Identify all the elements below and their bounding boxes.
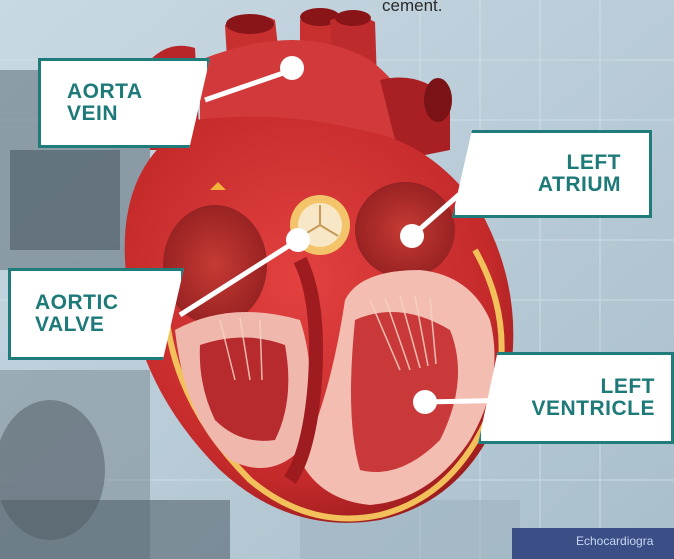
label-line: VEIN <box>67 103 207 125</box>
label-line: LEFT <box>481 376 655 398</box>
label-line: AORTA <box>67 81 207 103</box>
label-line: VENTRICLE <box>481 398 655 420</box>
label-left-atrium: LEFT ATRIUM <box>452 130 652 218</box>
caption-fragment: cement. <box>382 0 442 16</box>
label-left-ventricle: LEFT VENTRICLE <box>478 352 674 444</box>
label-aortic-valve: AORTIC VALVE <box>8 268 184 360</box>
label-line: LEFT <box>455 152 621 174</box>
label-line: VALVE <box>35 314 181 336</box>
right-atrium-chamber <box>163 205 267 325</box>
echocardiogram-strip: Echocardiogra <box>512 528 674 559</box>
label-line: AORTIC <box>35 292 181 314</box>
label-line: ATRIUM <box>455 174 621 196</box>
label-aorta-vein: AORTA VEIN <box>38 58 210 148</box>
